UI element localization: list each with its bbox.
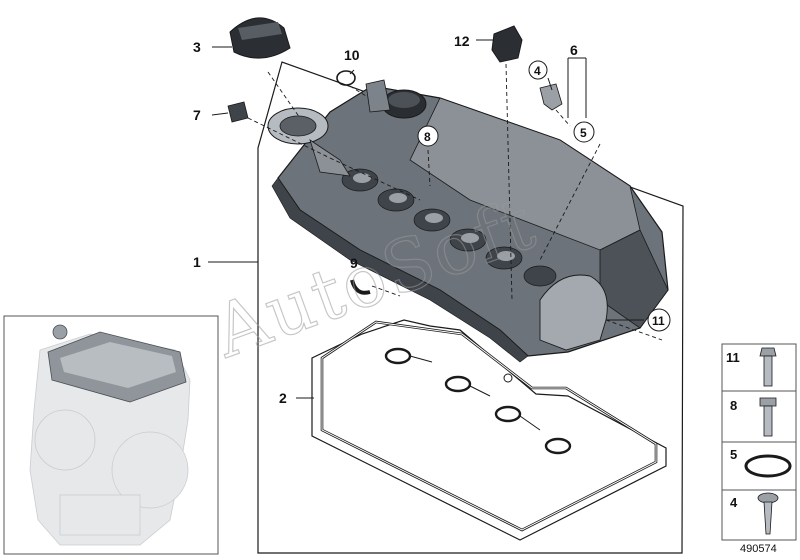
callout-8: 8: [417, 125, 439, 147]
svg-text:12: 12: [454, 33, 470, 49]
oil-filler-cap[interactable]: [229, 17, 291, 59]
svg-text:7: 7: [193, 107, 201, 123]
plug-part-7[interactable]: [227, 101, 249, 123]
svg-text:8: 8: [424, 130, 431, 144]
svg-text:2: 2: [279, 390, 287, 406]
legend-item-5: 5: [730, 447, 792, 478]
callout-4: 4: [528, 60, 548, 80]
callout-12: 12: [454, 33, 470, 49]
svg-text:4: 4: [730, 495, 738, 510]
svg-text:1: 1: [193, 254, 201, 270]
svg-text:3: 3: [193, 39, 201, 55]
svg-text:11: 11: [726, 350, 740, 365]
callout-1: 1: [193, 254, 201, 270]
o-ring-10[interactable]: [336, 70, 356, 86]
screw-icon: [757, 492, 779, 535]
engine-overview-thumbnail: [3, 315, 219, 555]
legend-item-11: 11: [726, 347, 777, 387]
callout-9: 9: [350, 255, 358, 271]
svg-text:6: 6: [570, 42, 578, 58]
callout-2: 2: [279, 390, 287, 406]
stud-icon: [759, 397, 777, 437]
callout-6: 6: [570, 42, 578, 58]
callout-7: 7: [193, 107, 201, 123]
diagram-id: 490574: [740, 543, 777, 555]
callout-11: 11: [647, 308, 671, 332]
sensor-part-4[interactable]: [539, 83, 563, 111]
callout-5: 5: [573, 121, 595, 143]
svg-text:10: 10: [344, 47, 360, 63]
bolt-icon: [759, 347, 777, 387]
svg-text:8: 8: [730, 398, 737, 413]
callout-10: 10: [344, 47, 360, 63]
svg-text:11: 11: [652, 314, 665, 328]
svg-text:5: 5: [730, 447, 737, 462]
o-ring-icon: [744, 454, 792, 478]
spark-plug-seals: [384, 347, 572, 455]
pcv-valve-cap: [365, 79, 427, 119]
cover-gasket[interactable]: [311, 319, 667, 541]
legend-item-8: 8: [730, 397, 777, 437]
parts-legend: 11 8 5 4: [721, 343, 797, 541]
svg-text:5: 5: [580, 126, 587, 140]
leader-lines: [208, 39, 644, 399]
svg-text:9: 9: [350, 255, 358, 271]
cam-chambers-inner: [353, 173, 515, 261]
callout-3: 3: [193, 39, 201, 55]
dashed-guides: [247, 63, 663, 341]
sensor-cap[interactable]: [491, 25, 523, 63]
engine-cover-highlight: [47, 324, 187, 403]
svg-text:4: 4: [534, 64, 541, 78]
cylinder-head-cover[interactable]: [267, 79, 669, 363]
hose-clip-9[interactable]: [350, 279, 371, 295]
legend-item-4: 4: [730, 492, 779, 535]
